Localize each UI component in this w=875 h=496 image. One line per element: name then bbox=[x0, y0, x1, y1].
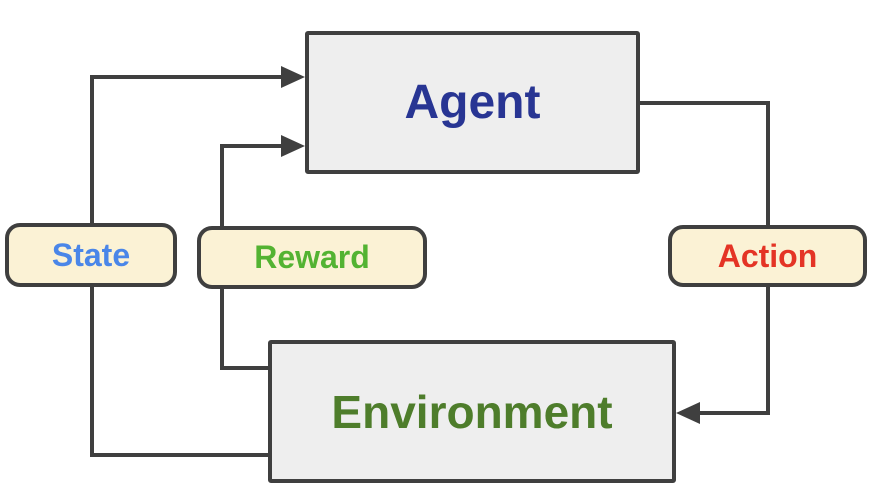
action-label: Action bbox=[717, 237, 818, 274]
reward-arrowhead-icon bbox=[281, 135, 305, 157]
environment-node: Environment bbox=[268, 340, 676, 483]
agent-node: Agent bbox=[305, 31, 640, 174]
state-arrowhead-icon bbox=[281, 66, 305, 88]
reward-label: Reward bbox=[254, 239, 370, 275]
reward-pill: Reward bbox=[197, 226, 427, 289]
environment-label: Environment bbox=[331, 385, 613, 438]
action-arrowhead-icon bbox=[676, 402, 700, 424]
state-pill: State bbox=[5, 223, 177, 287]
agent-label: Agent bbox=[404, 76, 541, 129]
state-label: State bbox=[51, 236, 131, 273]
action-pill: Action bbox=[668, 225, 867, 287]
